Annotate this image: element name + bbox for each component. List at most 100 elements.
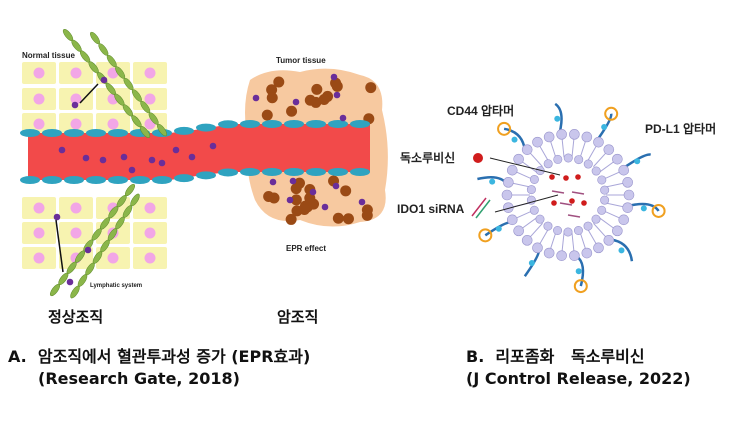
aptamer-linker [601,124,608,131]
cell-nucleus [70,67,82,79]
doxorubicin-molecule [563,175,569,181]
lipid-head [513,153,524,165]
tumor-tissue-label: Tumor tissue [276,56,326,65]
tumor-cell [266,92,278,104]
endothelial-cell [42,129,62,137]
nanoparticle [82,154,90,162]
nanoparticle [158,159,166,167]
tumor-tissue-kr-label: 암조직 [277,308,318,326]
cell-nucleus [33,118,45,130]
tumor-cell [290,183,302,195]
lymphatic-cell [90,31,100,45]
lymphatic-cell [49,283,61,297]
lipid-head [612,225,623,237]
cell-nucleus [144,202,156,214]
tumor-cell [273,76,285,88]
panel-a-source: (Research Gate, 2018) [38,369,240,388]
lymphatic-cell [157,123,167,137]
doxorubicin-molecule [569,198,575,204]
nanoparticle [66,278,74,286]
lipid-head [591,214,601,224]
nanoparticle [321,203,329,211]
endothelial-cell [284,168,304,176]
pdl1-aptamer-loop [497,121,512,136]
lipid-head [513,225,524,237]
nanoparticle [332,182,340,190]
cell-nucleus [70,227,82,239]
endothelial-cell [240,168,260,176]
lipid-head [597,205,607,215]
endothelial-cell [42,176,62,184]
arrow-icon [79,83,99,104]
endothelial-cell [130,176,150,184]
lipid-head [603,235,615,246]
lipid-head [543,221,553,231]
doxorubicin-molecule [549,174,555,180]
lipid-head [521,235,533,246]
epr-effect-illustration: Normal tissue Tumor tissue EPR effect Ly… [20,28,388,326]
nanoparticle [120,153,128,161]
lipid-head [573,225,583,235]
lipid-head [593,136,604,148]
nanoparticle [172,146,180,154]
lymphatic-cell [70,285,80,299]
lipid-head [535,214,545,224]
nanoparticle [289,177,297,185]
aptamer-linker [511,136,518,143]
endothelial-cell [174,174,194,183]
cell-nucleus [144,67,156,79]
epr-effect-label: EPR effect [286,244,326,253]
tumor-cell [361,204,373,216]
pdl1-aptamer-loop [478,228,493,243]
lipid-head [506,164,518,176]
cell-nucleus [144,93,156,105]
lipid-head [581,131,593,143]
aptamer-linker [634,158,641,165]
nanoparticle [252,94,260,102]
ido1-sirna-label: IDO1 siRNA [397,202,465,216]
lipid-head [529,205,539,215]
lipid-head [563,227,573,237]
tumor-cell [290,194,302,206]
nanoparticle [188,153,196,161]
lipid-head [600,195,610,205]
endothelial-cell [86,129,106,137]
lymphatic-cell [98,43,109,56]
aptamer-linker [618,247,625,254]
endothelial-cell [174,126,194,135]
tumor-cell [304,94,316,106]
lipid-head [563,153,573,163]
tumor-cell [263,190,275,202]
lipid-head [569,250,580,261]
lipid-head [622,177,633,188]
lipid-head [521,144,533,155]
normal-tissue-label: Normal tissue [22,51,75,60]
cell-nucleus [33,93,45,105]
nanoparticle [100,76,108,84]
cell-nucleus [107,118,119,130]
endothelial-cells [20,120,370,184]
sirna-icon [471,197,491,219]
sirna-molecule [551,190,565,194]
arrow-icon [489,157,561,176]
lipid-head [618,164,630,176]
aptamer-linker [640,205,647,212]
tumor-cell [266,84,278,96]
lipid-head [553,154,563,164]
nanoparticle [209,142,217,150]
nanoparticle [99,156,107,164]
lymphatic-vessels [49,28,167,299]
lipid-head [593,242,604,254]
liposome-cargo [549,174,587,218]
lipid-head [553,225,563,235]
endothelial-cell [196,123,216,132]
aptamer-strand [628,202,660,212]
tumor-cell [261,109,273,121]
lipid-head [583,221,593,231]
lipid-head [543,247,555,259]
pdl1-aptamer-label: PD-L1 압타머 [645,121,716,136]
cell-nucleus [33,67,45,79]
aptamer-linker [528,259,535,266]
endothelial-cell [108,129,128,137]
